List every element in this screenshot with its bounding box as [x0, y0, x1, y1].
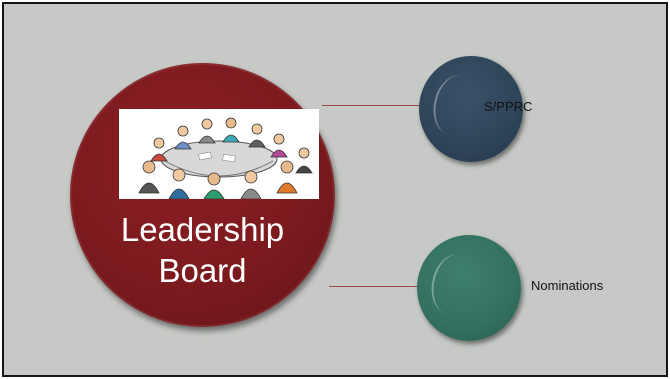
connector-sppr — [322, 105, 422, 106]
leadership-board-label: Leadership Board — [70, 209, 335, 291]
leadership-label-line2: Board — [158, 252, 247, 289]
sppr-label: S/PPRC — [484, 99, 533, 114]
sppr-gloss — [427, 71, 484, 141]
leadership-board-node: Leadership Board — [70, 63, 335, 327]
leadership-label-line1: Leadership — [120, 211, 285, 248]
nominations-node — [417, 235, 521, 341]
meeting-sketch-icon — [119, 109, 319, 200]
sppr-node — [419, 56, 523, 162]
nominations-label: Nominations — [531, 278, 604, 293]
connector-nominations — [329, 286, 421, 287]
nominations-gloss — [425, 250, 482, 320]
